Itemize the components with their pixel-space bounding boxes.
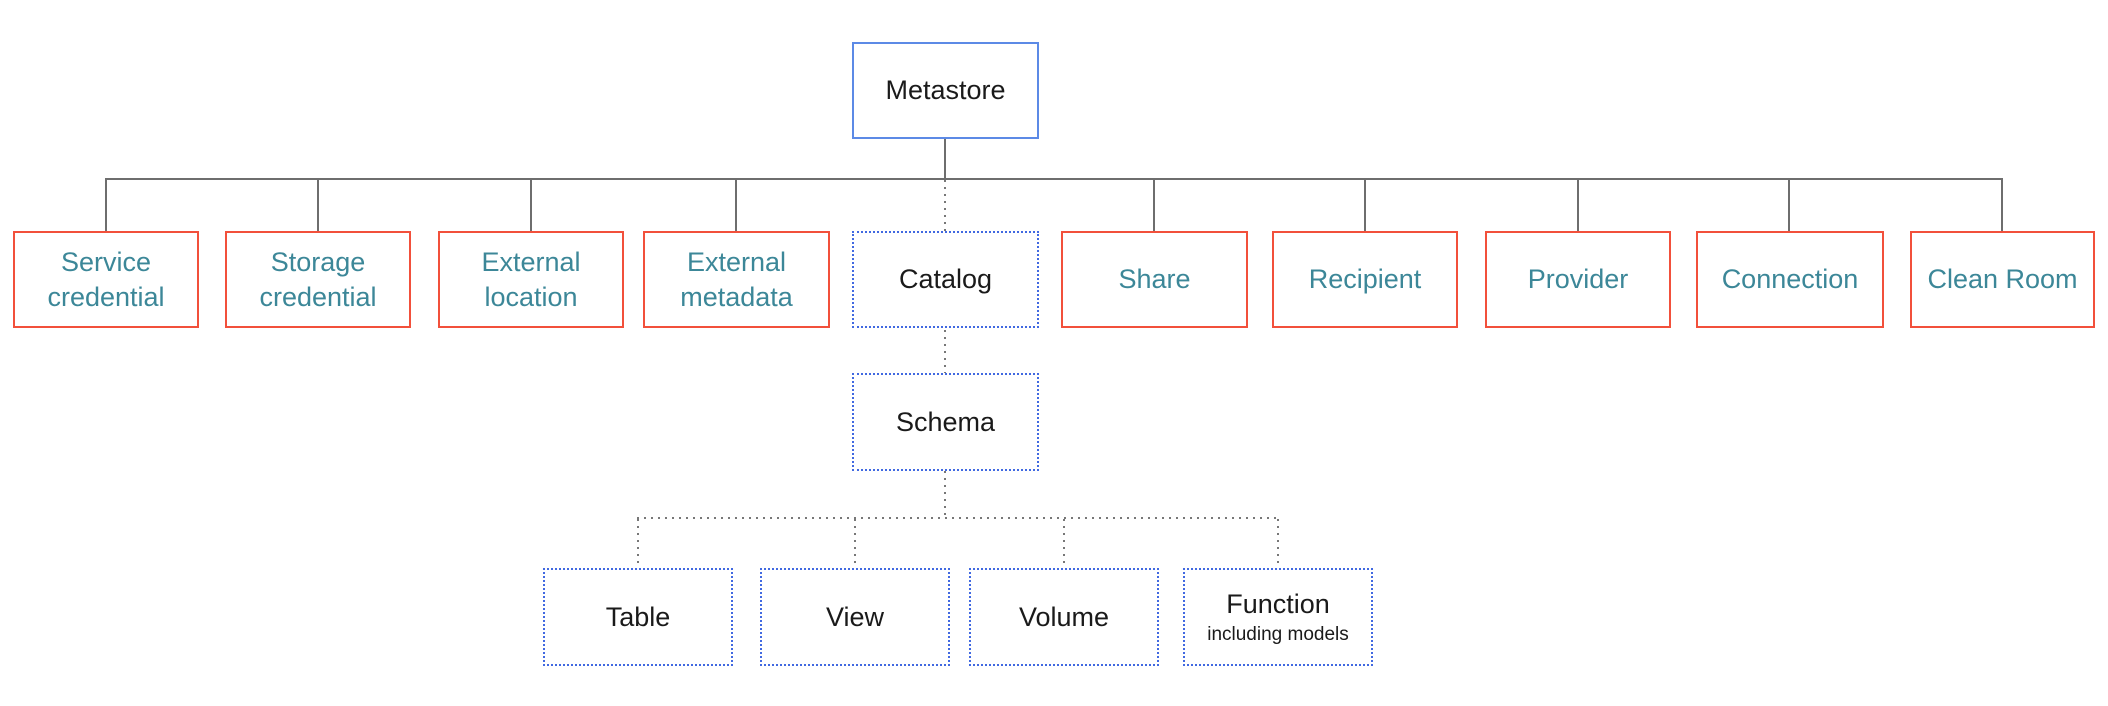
connector-schema-trunk (944, 471, 946, 518)
node-provider: Provider (1485, 231, 1671, 328)
node-recipient-label: Recipient (1308, 264, 1422, 295)
node-catalog-label: Catalog (898, 264, 993, 295)
node-storage-credential-label: Storage credential (259, 246, 377, 312)
connector-drop-table (637, 519, 639, 568)
node-schema-label: Schema (895, 406, 996, 437)
connector-drop-volume (1063, 519, 1065, 568)
node-storage-credential: Storage credential (225, 231, 411, 328)
connector-drop-recipient (1364, 180, 1366, 231)
connector-bottom-rail (637, 517, 1279, 519)
node-service-credential: Service credential (13, 231, 199, 328)
node-function-sublabel: including models (1207, 624, 1349, 646)
connector-drop-share (1153, 180, 1155, 231)
node-table-label: Table (605, 601, 671, 632)
node-view: View (760, 568, 950, 666)
node-external-metadata-label: External metadata (680, 246, 793, 312)
node-clean-room: Clean Room (1910, 231, 2095, 328)
node-metastore-label: Metastore (885, 75, 1006, 106)
node-recipient: Recipient (1272, 231, 1458, 328)
connector-drop-connection (1788, 180, 1790, 231)
connector-drop-storage-credential (317, 180, 319, 231)
connector-catalog-schema (944, 330, 946, 373)
connector-drop-provider (1577, 180, 1579, 231)
node-service-credential-label: Service credential (47, 246, 165, 312)
node-function: Function including models (1183, 568, 1373, 666)
node-external-location: External location (438, 231, 624, 328)
node-share-label: Share (1118, 264, 1191, 295)
node-connection: Connection (1696, 231, 1884, 328)
node-table: Table (543, 568, 733, 666)
node-share: Share (1061, 231, 1248, 328)
node-function-label: Function (1226, 588, 1330, 619)
node-volume: Volume (969, 568, 1159, 666)
connector-drop-function (1277, 519, 1279, 568)
connector-drop-clean-room (2001, 180, 2003, 231)
node-external-metadata: External metadata (643, 231, 830, 328)
node-view-label: View (825, 601, 885, 632)
connector-metastore-trunk (944, 139, 946, 178)
connector-drop-catalog-dotted (944, 180, 946, 231)
connector-drop-external-metadata (735, 180, 737, 231)
node-clean-room-label: Clean Room (1927, 264, 2078, 295)
node-connection-label: Connection (1721, 264, 1859, 295)
connector-drop-external-location (530, 180, 532, 231)
node-catalog: Catalog (852, 231, 1039, 328)
node-provider-label: Provider (1527, 264, 1629, 295)
node-volume-label: Volume (1018, 601, 1110, 632)
node-metastore: Metastore (852, 42, 1039, 139)
connector-drop-service-credential (105, 180, 107, 231)
node-schema: Schema (852, 373, 1039, 471)
node-external-location-label: External location (481, 246, 581, 312)
connector-top-rail (105, 178, 2003, 180)
connector-drop-view (854, 519, 856, 568)
